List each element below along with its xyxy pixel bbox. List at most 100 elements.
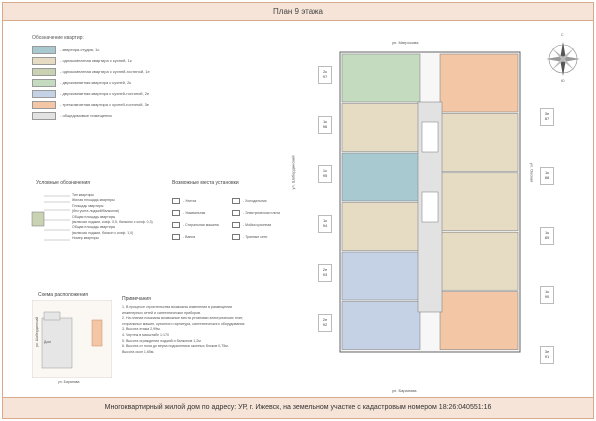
compass-south: Ю	[561, 79, 565, 83]
page-title: План 9 этажа	[273, 7, 323, 16]
equipment-label: - Мойка кухонная	[243, 223, 272, 227]
legend-label: - трехкомнатная квартира с кухней-гостин…	[60, 102, 150, 107]
equipment-label: - Трапные сети	[243, 235, 268, 239]
apartment-type: 1к	[323, 118, 327, 124]
apartment-88	[439, 113, 519, 172]
symbol-line: (без учета лоджий/балконов)	[72, 209, 120, 214]
legend-swatch	[32, 46, 56, 54]
compass-rose-icon	[546, 42, 580, 76]
note-line: стиральных машин, кухонного гарнитура, с…	[122, 321, 246, 326]
apartment-type: 1к	[545, 229, 549, 235]
equipment-heading: Возможные места установки	[172, 180, 239, 186]
apartment-type: 1к	[323, 217, 327, 223]
legend-swatch	[32, 57, 56, 65]
notes-heading: Примечания	[122, 296, 151, 302]
apartment-95	[341, 152, 421, 202]
legend-swatch	[32, 112, 56, 120]
title-bar: План 9 этажа	[3, 3, 593, 21]
legend-item: - двухкомнатная квартира с кухней-гостин…	[32, 90, 182, 98]
compass-north: С	[561, 33, 564, 37]
apartment-type: 2к	[323, 69, 327, 74]
elevator-core	[421, 191, 439, 223]
apartment-type: 3е	[544, 348, 550, 354]
location-house-label: Дом	[44, 340, 51, 344]
apartment-number: 88	[544, 175, 550, 181]
note-line: 5. Высота ограждения лоджий и балконов 1…	[122, 338, 201, 343]
legend-label: - двухкомнатная квартира с кухней, 2к	[60, 80, 132, 85]
apartment-87	[439, 53, 519, 113]
symbol-line: Площадь квартиры	[72, 203, 104, 208]
symbol-diagram	[30, 190, 130, 250]
symbol-line: Тип квартиры	[72, 193, 94, 197]
equipment-icon	[172, 234, 180, 240]
apartment-type: 2е	[322, 267, 328, 272]
equipment-icon	[172, 198, 180, 204]
location-street-bottom: ул. Баранова	[58, 380, 80, 384]
apartment-number: 92	[322, 321, 328, 327]
floor-plan-svg	[339, 51, 521, 353]
legend-label: - общедомовые помещения	[60, 113, 112, 118]
equipment-label: - Холодильник	[243, 199, 267, 203]
equipment-label: - Умывальник	[183, 211, 206, 215]
equipment-label: - Электрическая плита	[243, 211, 280, 215]
equipment-label: - Ванна	[183, 235, 196, 239]
apartment-number: 89	[544, 234, 550, 240]
apartment-number: 95	[322, 173, 328, 178]
legend-swatch	[32, 90, 56, 98]
footer-text: Многоквартирный жилой дом по адресу: УР,…	[104, 404, 492, 411]
symbol-diagram-svg	[31, 195, 70, 241]
stair-core	[421, 121, 439, 153]
note-line: 1. В процессе строительства возможны изм…	[122, 305, 232, 309]
symbol-line: Общая площадь квартиры	[72, 214, 116, 219]
apartment-89	[439, 172, 519, 232]
equipment-icon	[232, 234, 240, 240]
equipment-icon	[232, 198, 240, 204]
apartment-90	[439, 231, 519, 291]
street-left: ул. Шабердинский	[290, 155, 296, 190]
compass: С Ю	[540, 33, 586, 83]
apartment-number: 93	[322, 272, 328, 277]
location-heading: Схема расположения	[38, 292, 88, 298]
symbol-line: Общая площадь квартиры	[72, 225, 116, 230]
note-line: Высота окон 1,65м.	[122, 349, 155, 354]
symbol-line: (включая лоджии, балкон с коэф. 1,0)	[72, 230, 134, 235]
equipment-label: - Стиральная машина	[183, 223, 219, 227]
legend-item: - однокомнатная квартира с кухней-гостин…	[32, 68, 182, 76]
legend-item: - однокомнатная квартира с кухней, 1к	[32, 57, 182, 65]
apartment-96	[341, 103, 421, 152]
street-bottom: ул. Баранова	[392, 388, 417, 393]
apartment-number: 97	[322, 74, 328, 79]
equipment-icon	[172, 210, 180, 216]
equipment-label: - Унитаз	[183, 199, 197, 203]
equipment-icon	[232, 222, 240, 228]
legend-swatch	[32, 101, 56, 109]
legend-item: - двухкомнатная квартира с кухней, 2к	[32, 79, 182, 87]
apartment-type: 2е	[322, 316, 328, 322]
note-line: инженерных сетей и сантехнических прибор…	[122, 310, 202, 315]
equipment-icon	[172, 222, 180, 228]
legend-label: - однокомнатная квартира с кухней-гостин…	[60, 69, 150, 74]
apartment-97	[341, 53, 421, 103]
apartment-number: 90	[544, 294, 550, 300]
apartment-type: 1к	[545, 289, 549, 295]
legend-item: - трехкомнатная квартира с кухней-гостин…	[32, 101, 182, 109]
apartment-number: 96	[322, 123, 328, 129]
symbol-line: Номер квартиры	[72, 236, 99, 241]
symbol-line: Жилая площадь квартиры	[72, 198, 115, 203]
footer-bar: Многоквартирный жилой дом по адресу: УР,…	[3, 397, 593, 418]
street-right: ул. Окская	[529, 162, 535, 183]
apartment-type: 1к	[545, 170, 549, 176]
note-line: 6. Высота от пола до верха подоконника о…	[122, 344, 229, 349]
legend-swatch	[32, 68, 56, 76]
apartment-number: 94	[322, 222, 328, 228]
street-top: ул. Мягросова	[392, 40, 419, 45]
legend-heading: Обозначение квартир:	[32, 35, 84, 41]
